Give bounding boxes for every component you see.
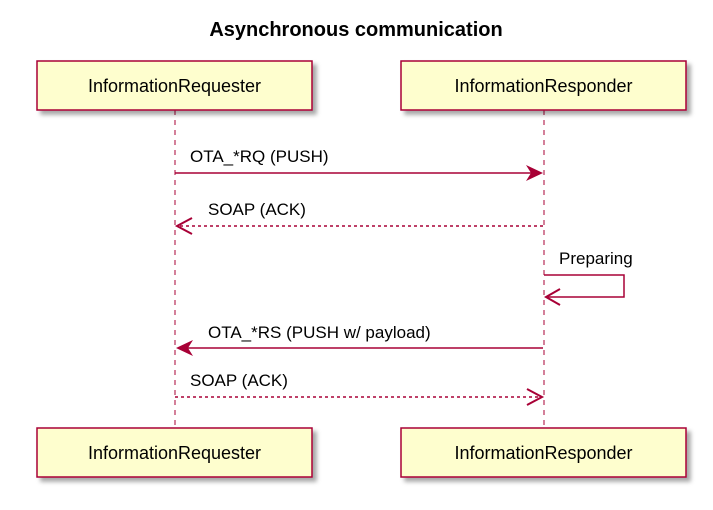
- message-ota-rq-push: OTA_*RQ (PUSH): [175, 147, 543, 181]
- arrowhead-right: [526, 165, 543, 181]
- participant-requester-bottom-label: InformationRequester: [88, 443, 261, 463]
- arrowhead-open-left: [174, 217, 193, 235]
- message-label: OTA_*RS (PUSH w/ payload): [208, 323, 431, 342]
- message-label: SOAP (ACK): [208, 200, 306, 219]
- participant-responder-bottom-label: InformationResponder: [454, 443, 632, 463]
- arrowhead-open-left: [543, 288, 561, 306]
- message-ota-rs-push-payload: OTA_*RS (PUSH w/ payload): [176, 323, 543, 356]
- arrowhead-left: [176, 340, 193, 356]
- message-soap-ack-final: SOAP (ACK): [175, 371, 545, 406]
- message-label: SOAP (ACK): [190, 371, 288, 390]
- participant-requester-top-label: InformationRequester: [88, 76, 261, 96]
- arrowhead-open-right: [526, 388, 545, 406]
- message-soap-ack-reply: SOAP (ACK): [174, 200, 543, 235]
- participant-responder-top-label: InformationResponder: [454, 76, 632, 96]
- message-label: Preparing: [559, 249, 633, 268]
- message-label: OTA_*RQ (PUSH): [190, 147, 329, 166]
- participant-requester-top: InformationRequester: [36, 60, 313, 111]
- participant-responder-bottom: InformationResponder: [400, 427, 687, 478]
- diagram-title: Asynchronous communication: [209, 19, 502, 41]
- self-call-line: [544, 274, 625, 298]
- participant-requester-bottom: InformationRequester: [36, 427, 313, 478]
- message-preparing-self: Preparing: [543, 249, 633, 306]
- participant-responder-top: InformationResponder: [400, 60, 687, 111]
